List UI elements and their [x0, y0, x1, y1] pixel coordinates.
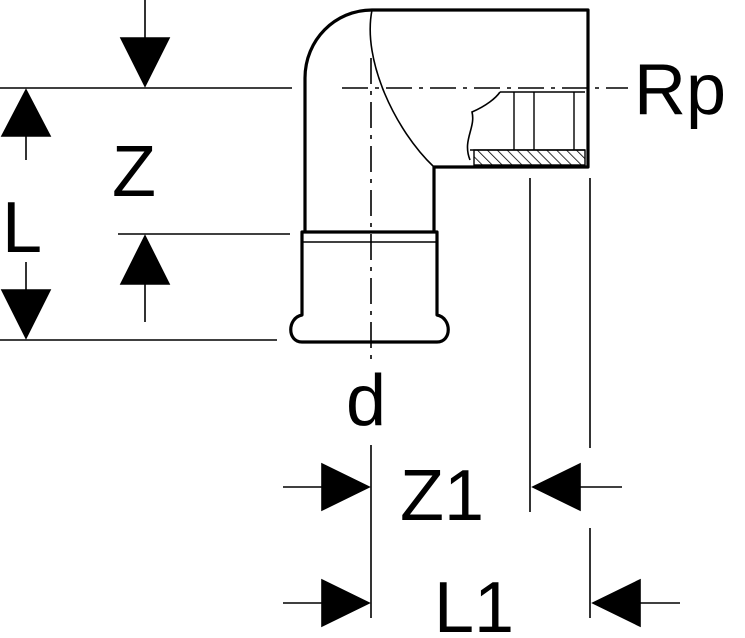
press-socket — [289, 230, 450, 344]
arrow-right-icon — [321, 578, 371, 628]
thread-hatching — [473, 149, 586, 166]
extension-lines — [0, 87, 591, 618]
arrow-down-icon — [119, 37, 171, 88]
dimension-arrows — [0, 0, 680, 628]
label-z: Z — [112, 132, 156, 212]
thread-cutaway — [466, 91, 586, 166]
cutaway-break-edge — [466, 91, 501, 161]
arrow-right-icon — [321, 462, 371, 512]
label-d: d — [346, 361, 386, 441]
arrow-up-icon — [0, 88, 52, 137]
arrow-up-icon — [119, 234, 171, 285]
bend-inner-curve — [369, 9, 435, 168]
center-lines — [342, 58, 628, 360]
label-z1: Z1 — [400, 456, 484, 536]
elbow-fitting — [289, 8, 590, 344]
label-rp: Rp — [634, 50, 726, 130]
label-l1: L1 — [434, 568, 514, 638]
dimension-labels: Rp Z L d Z1 L1 — [2, 50, 726, 638]
arrow-down-icon — [0, 289, 52, 340]
label-l: L — [2, 188, 42, 268]
arrow-left-icon — [531, 462, 581, 512]
arrow-left-icon — [591, 578, 641, 628]
fitting-outline — [303, 8, 590, 232]
